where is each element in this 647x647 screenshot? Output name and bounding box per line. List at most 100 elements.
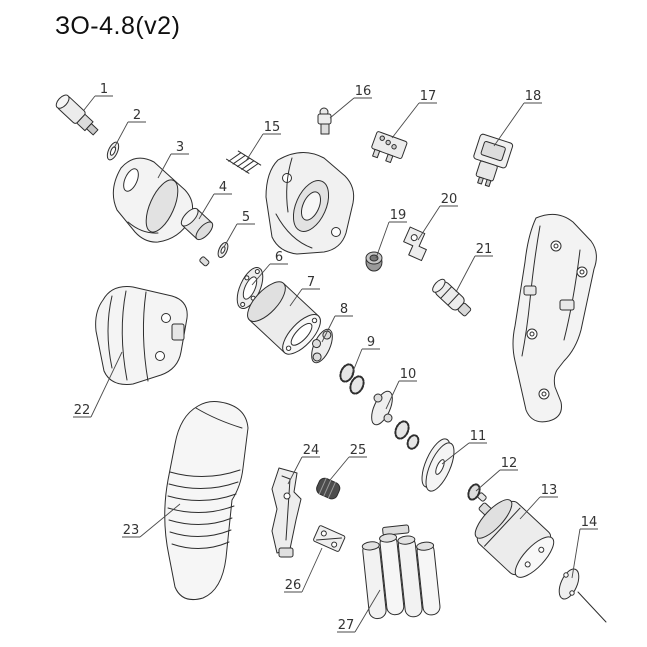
- part-17-switch: [371, 131, 408, 163]
- part-18-switch-assembly: [473, 133, 514, 187]
- callout-4: 4: [198, 180, 232, 220]
- part-25-spring-boot: [316, 477, 341, 500]
- callout-leader-line: [289, 288, 303, 307]
- callout-leader-line: [83, 95, 96, 111]
- callout-number: 26: [285, 578, 302, 593]
- part-16-trigger-button: [317, 107, 332, 135]
- callout-27: 27: [337, 589, 381, 633]
- part-6-flange-ring: [236, 266, 264, 310]
- part-13-motor: [474, 499, 555, 578]
- callout-9: 9: [351, 335, 380, 375]
- part-11-clutch-washer: [421, 438, 455, 492]
- callout-24: 24: [287, 443, 320, 485]
- part-21-spindle: [432, 278, 472, 317]
- part-2-washer: [106, 141, 120, 161]
- callout-leader-line: [251, 263, 271, 286]
- callout-26: 26: [284, 547, 323, 593]
- callout-18: 18: [493, 89, 542, 147]
- callout-leader-line: [113, 121, 129, 149]
- part-14-end-cap: [558, 568, 607, 623]
- callout-number: 7: [307, 275, 315, 290]
- callout-20: 20: [417, 192, 458, 241]
- part-5-washer-pin: [199, 242, 229, 267]
- callout-leader-line: [321, 315, 336, 343]
- callout-13: 13: [519, 483, 558, 520]
- part-27-battery-pack: [361, 524, 441, 620]
- callout-leader-line: [223, 223, 238, 248]
- callout-leader-line: [351, 348, 363, 375]
- callout-21: 21: [455, 242, 493, 293]
- callout-number: 22: [74, 403, 91, 418]
- callout-17: 17: [391, 89, 437, 139]
- callout-number: 12: [501, 456, 518, 471]
- callout-number: 19: [390, 208, 407, 223]
- callout-8: 8: [321, 302, 353, 343]
- callout-15: 15: [245, 120, 281, 162]
- part-23-grip-handle: [164, 401, 249, 601]
- callout-leader-line: [375, 221, 390, 259]
- part-12-motor-pinion: [467, 483, 487, 502]
- part-10-carrier-gears: [371, 390, 420, 450]
- callout-number: 4: [219, 180, 227, 195]
- callout-number: 20: [441, 192, 458, 207]
- callout-number: 17: [420, 89, 437, 104]
- callout-number: 23: [123, 523, 140, 538]
- callout-5: 5: [223, 210, 255, 248]
- callout-leader-line: [139, 503, 181, 538]
- callout-number: 27: [338, 618, 355, 633]
- callout-number: 14: [581, 515, 598, 530]
- callout-number: 16: [355, 84, 372, 99]
- part-7-gear-cylinder: [247, 281, 321, 355]
- callout-leader-line: [301, 547, 323, 593]
- callout-number: 1: [100, 82, 108, 97]
- callout-number: 5: [242, 210, 250, 225]
- callout-12: 12: [475, 456, 518, 492]
- callout-3: 3: [157, 140, 189, 179]
- callout-6: 6: [251, 250, 288, 286]
- callout-leader-line: [493, 102, 525, 147]
- callout-number: 25: [350, 443, 367, 458]
- housing-half-right: [512, 213, 597, 423]
- part-24-lock-lever: [271, 467, 302, 558]
- callout-11: 11: [441, 429, 487, 465]
- parts-layer: [55, 94, 607, 623]
- callout-leader-line: [571, 528, 581, 579]
- callout-number: 18: [525, 89, 542, 104]
- part-1-bit-holder: [55, 94, 99, 136]
- callout-number: 8: [340, 302, 348, 317]
- callout-number: 2: [133, 108, 141, 123]
- callout-14: 14: [571, 515, 598, 579]
- callout-number: 6: [275, 250, 283, 265]
- callout-10: 10: [385, 367, 417, 410]
- callout-number: 15: [264, 120, 281, 135]
- callout-25: 25: [329, 443, 367, 481]
- part-9-planet-gears: [339, 363, 365, 395]
- callout-number: 9: [367, 335, 375, 350]
- callout-leader-line: [417, 205, 441, 241]
- callout-7: 7: [289, 275, 320, 307]
- callout-leader-line: [441, 442, 470, 465]
- callout-leader-line: [519, 496, 541, 520]
- callout-leader-line: [90, 351, 123, 418]
- callout-number: 24: [303, 443, 320, 458]
- callout-leader-line: [157, 153, 172, 179]
- callout-2: 2: [113, 108, 146, 149]
- part-3-front-housing: [112, 157, 194, 243]
- callout-leader-line: [385, 380, 400, 410]
- part-4-clutch-hub: [180, 207, 214, 241]
- gearbox-housing: [265, 152, 355, 255]
- page-title: ЗО-4.8(v2): [55, 12, 181, 40]
- callout-1: 1: [83, 82, 113, 111]
- callout-leader-line: [329, 456, 350, 481]
- callout-23: 23: [122, 503, 181, 538]
- callout-number: 21: [476, 242, 493, 257]
- callout-leader-line: [245, 133, 264, 162]
- callout-leader-line: [391, 102, 420, 139]
- part-20-bracket: [403, 226, 427, 262]
- callout-leader-line: [329, 97, 355, 119]
- part-15-spring: [226, 150, 262, 174]
- part-22-housing-cover-left: [95, 286, 188, 385]
